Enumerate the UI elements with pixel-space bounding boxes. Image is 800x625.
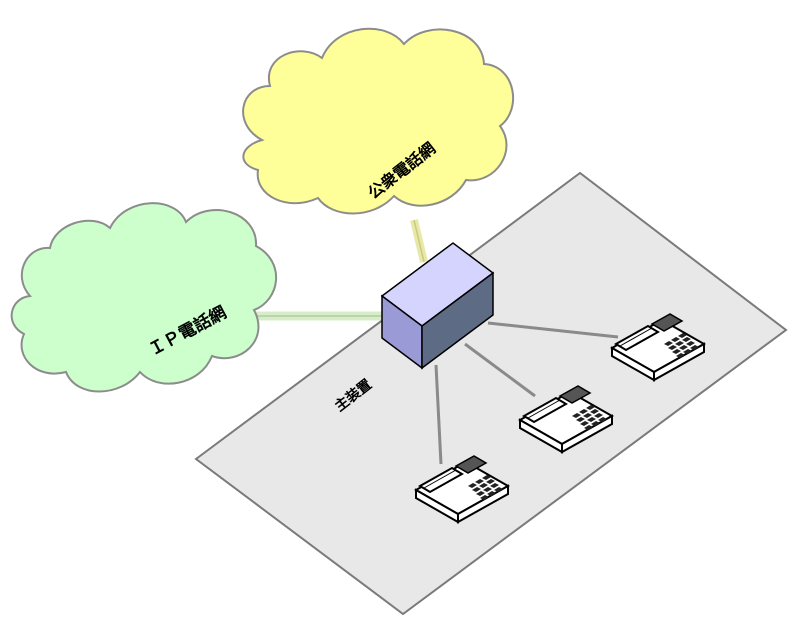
phone-link-2	[464, 342, 536, 398]
public-network-link-outline	[413, 219, 425, 263]
phone-link-1	[487, 321, 619, 339]
phone-link-3	[434, 364, 443, 465]
ip-network-cloud-icon: ＩＰ電話網	[10, 202, 278, 393]
main-unit-box-icon	[380, 242, 495, 370]
office-floor	[194, 171, 788, 616]
public-network-cloud-icon: 公衆電話網	[242, 27, 514, 215]
